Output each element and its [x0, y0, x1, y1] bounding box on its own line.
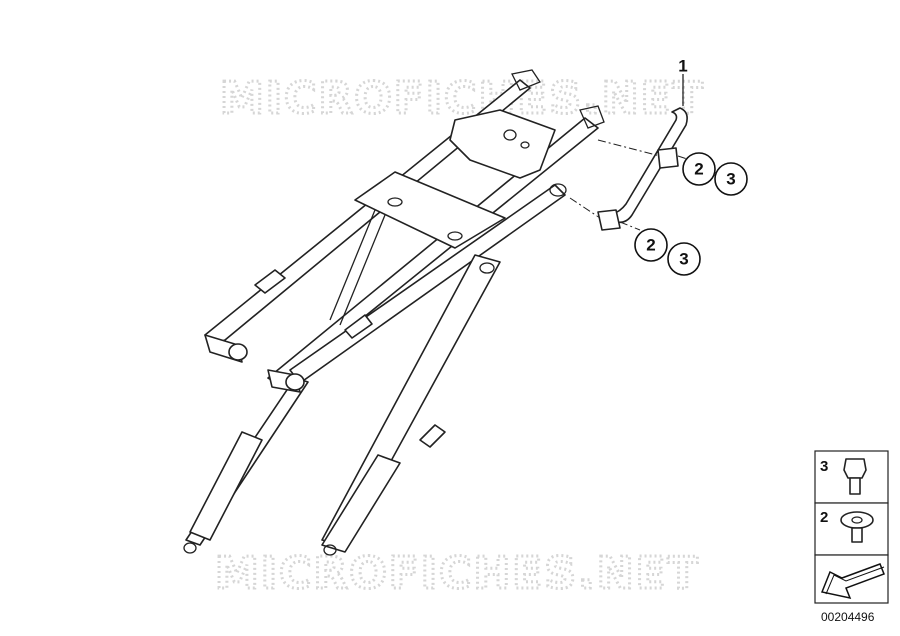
callout-lower-3: 3 — [679, 250, 688, 269]
mount-line-lower — [569, 197, 601, 219]
bolt-icon — [843, 458, 867, 495]
callout-1-label: 1 — [678, 57, 687, 76]
handle-upper-bush — [657, 147, 679, 169]
callout-lower-2: 2 — [646, 236, 655, 255]
callout-lower-3-circle — [667, 242, 701, 276]
callout-upper-2: 2 — [694, 160, 703, 179]
legend-2-label: 2 — [820, 509, 828, 526]
legend-3-label: 3 — [820, 458, 828, 475]
callout-upper[interactable]: 2 3 — [682, 152, 748, 196]
arrow-icon — [820, 563, 885, 600]
callout-upper-3-circle — [714, 162, 748, 196]
rear-frame — [183, 69, 605, 556]
frame-cross-plate — [354, 171, 506, 249]
callout-1[interactable]: 1 — [678, 57, 688, 107]
watermark-top: MICROFICHES.NET — [220, 73, 705, 124]
grab-handle — [597, 107, 688, 231]
callout-lower-2-circle — [634, 228, 668, 262]
callout-lower[interactable]: 2 3 — [634, 228, 701, 276]
watermark-bottom: MICROFICHES.NET — [215, 548, 700, 599]
mount-line-upper — [597, 139, 661, 157]
callout-upper-2-circle — [682, 152, 716, 186]
document-number: 00204496 — [821, 610, 875, 624]
legend: 3 2 — [814, 450, 889, 604]
washer-icon — [840, 511, 874, 543]
frame-cover-plate — [449, 109, 556, 179]
handle-lower-bush — [597, 209, 621, 231]
callout-upper-3: 3 — [726, 170, 735, 189]
